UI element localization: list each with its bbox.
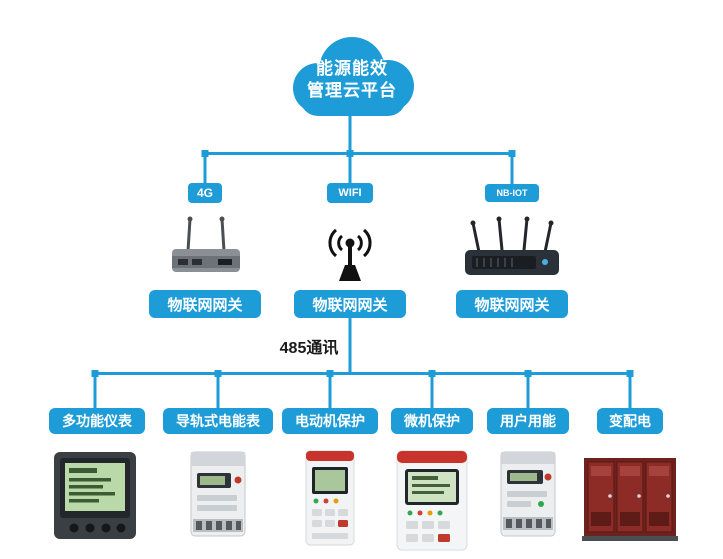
cloud-title-line2: 管理云平台 <box>307 81 397 101</box>
cloud-title: 能源能效 管理云平台 <box>276 58 428 102</box>
badge-wifi: WIFI <box>327 183 373 203</box>
device-label-multifunction-meter: 多功能仪表 <box>49 408 145 434</box>
din-rail-meter-image <box>190 451 246 537</box>
router-nbiot-image <box>465 216 559 275</box>
multifunction-meter-image <box>54 452 136 539</box>
device-label-power-distribution: 变配电 <box>597 408 663 434</box>
cloud-platform: 能源能效 管理云平台 <box>276 28 428 130</box>
iot-gateway-label-3: 物联网网关 <box>456 290 568 318</box>
wifi-antenna-icon <box>328 228 372 281</box>
power-distribution-cabinet-image <box>582 458 678 541</box>
iot-gateway-label-2: 物联网网关 <box>294 290 406 318</box>
bus-485-label: 485通讯 <box>279 340 339 357</box>
badge-4g: 4G <box>188 183 222 203</box>
router-4g-image <box>172 216 240 272</box>
device-label-motor-protection: 电动机保护 <box>282 408 378 434</box>
cloud-title-line1: 能源能效 <box>316 59 388 78</box>
device-label-micro-protection: 微机保护 <box>391 408 473 434</box>
iot-gateway-label-1: 物联网网关 <box>149 290 261 318</box>
device-label-user-energy: 用户用能 <box>487 408 569 434</box>
microcomputer-protection-image <box>396 450 468 551</box>
badge-nbiot: NB-IOT <box>485 184 539 202</box>
user-energy-meter-image <box>500 451 556 537</box>
device-label-din-rail-meter: 导轨式电能表 <box>163 408 273 434</box>
motor-protection-image <box>305 450 355 546</box>
cloud-icon <box>293 37 414 116</box>
